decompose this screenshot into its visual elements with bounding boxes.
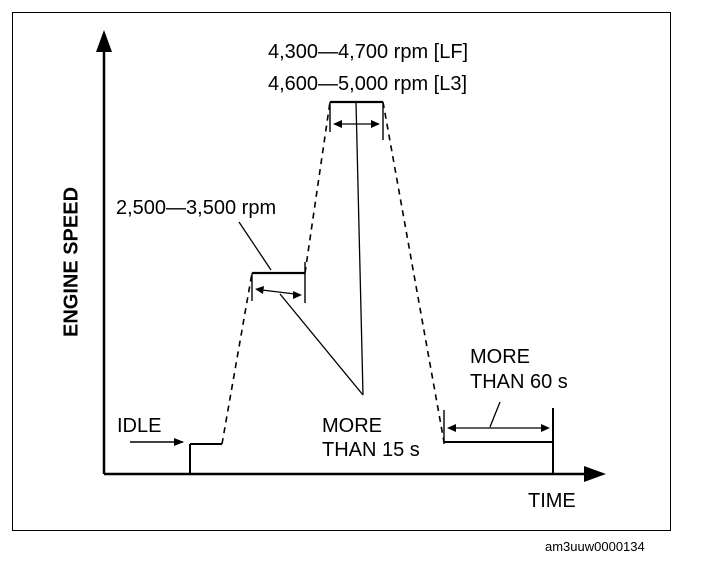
idle-segment [189,443,222,474]
hold-15-label-line1: MORE [322,415,382,437]
x-axis-label: TIME [528,490,576,512]
final-hold [443,408,554,474]
high-speed-label-lf: 4,300—4,700 rpm [LF] [268,41,469,63]
y-axis-arrowhead [96,30,112,52]
diagram-frame [12,12,671,531]
y-axis-label: ENGINE SPEED [60,186,83,338]
idle-label: IDLE [117,415,162,437]
x-axis [104,466,606,482]
y-axis [96,30,112,474]
reference-code: am3uuw0000134 [545,539,645,554]
speed-profile-dashed [221,101,445,445]
mid-speed-label: 2,500—3,500 rpm [116,197,277,219]
leader-lines [238,101,501,428]
high-speed-label-l3: 4,600—5,000 rpm [L3] [268,73,468,95]
hold-60-label-line1: MORE [470,346,530,368]
hold-15-label-line2: THAN 15 s [322,439,420,461]
hold-60-label-line2: THAN 60 s [470,371,568,393]
x-axis-arrowhead [584,466,606,482]
mid-speed-plateau [251,262,306,303]
